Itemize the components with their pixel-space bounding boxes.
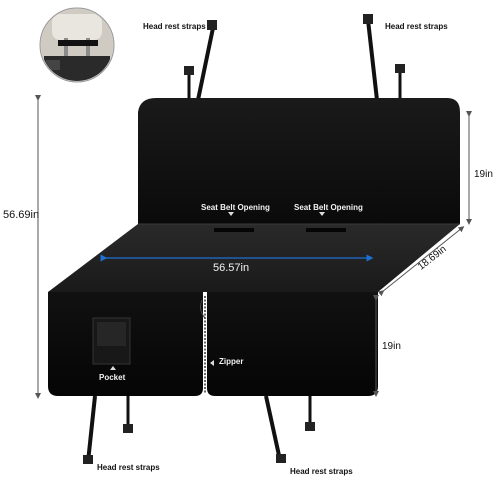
label-zipper: Zipper xyxy=(219,357,244,366)
inset-photo xyxy=(39,7,115,83)
dim-label-flap-height: 19in xyxy=(382,341,401,352)
triangle-down-icon xyxy=(319,212,325,216)
back-panel xyxy=(138,98,460,224)
label-seat-belt-opening-right: Seat Belt Opening xyxy=(294,203,363,212)
dim-label-back-height: 19in xyxy=(474,169,493,180)
label-head-rest-straps-top-left: Head rest straps xyxy=(143,22,206,31)
front-flap-right xyxy=(207,292,378,396)
label-head-rest-straps-bottom-left: Head rest straps xyxy=(97,463,160,472)
seat-belt-slot-left xyxy=(214,228,254,232)
dim-label-total-height: 56.69in xyxy=(3,209,40,221)
triangle-up-icon xyxy=(110,366,116,370)
triangle-left-icon xyxy=(210,360,214,366)
dim-seat-depth xyxy=(377,226,465,297)
label-seat-belt-opening-left: Seat Belt Opening xyxy=(201,203,270,212)
label-head-rest-straps-top-right: Head rest straps xyxy=(385,22,448,31)
triangle-down-icon xyxy=(228,212,234,216)
dim-label-width: 56.57in xyxy=(213,262,250,274)
label-head-rest-straps-bottom-right: Head rest straps xyxy=(290,467,353,476)
label-pocket: Pocket xyxy=(99,373,126,382)
bottom-straps xyxy=(83,395,315,464)
top-straps xyxy=(184,14,405,101)
seat-belt-slot-right xyxy=(306,228,346,232)
